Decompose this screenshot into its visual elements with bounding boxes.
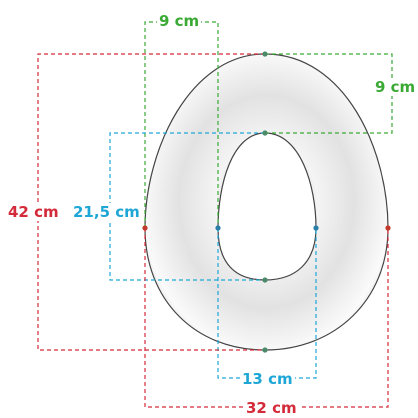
anchor-bottom-outer (262, 347, 268, 353)
inner-width-label: 13 cm (240, 370, 295, 388)
top-gap-dimension (144, 21, 219, 228)
seat-ring (144, 53, 389, 351)
total-width-dimension (144, 228, 389, 408)
anchor-left-outer (142, 225, 148, 231)
inner-height-dimension (109, 132, 265, 281)
total-height-label: 42 cm (6, 203, 61, 221)
anchor-points (142, 51, 391, 353)
side-gap-dimension (265, 53, 393, 134)
side-gap-label: 9 cm (373, 78, 418, 96)
anchor-bottom-inner (262, 277, 268, 283)
anchor-top-outer (262, 51, 268, 57)
total-height-dimension (37, 53, 265, 351)
anchor-top-inner (262, 130, 268, 136)
top-gap-label: 9 cm (157, 12, 202, 30)
inner-height-label: 21,5 cm (71, 203, 142, 221)
total-width-label: 32 cm (244, 399, 299, 417)
anchor-right-outer (385, 225, 391, 231)
anchor-left-inner (215, 225, 221, 231)
anchor-right-inner (313, 225, 319, 231)
